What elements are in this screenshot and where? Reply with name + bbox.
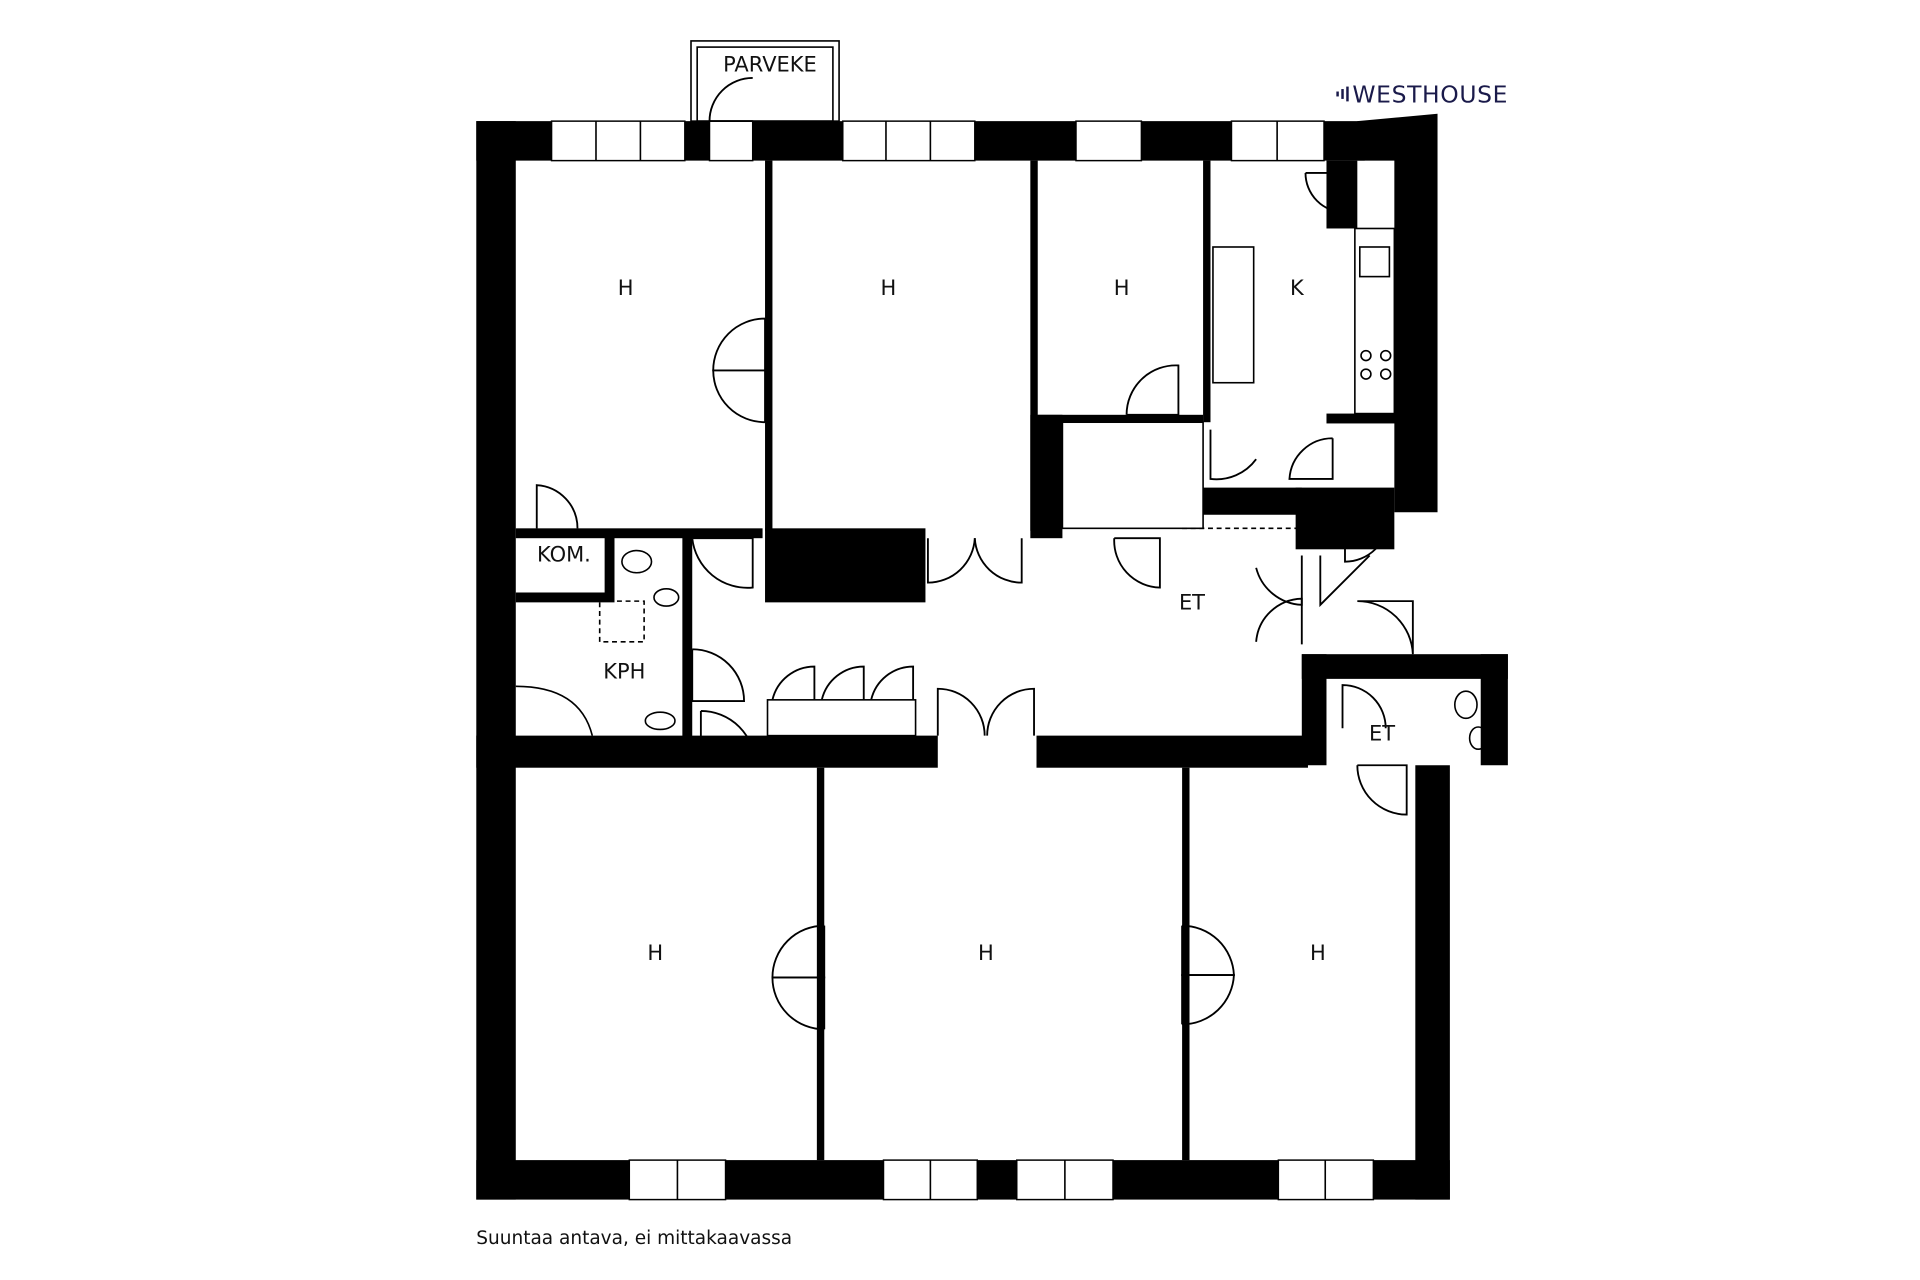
footnote: Suuntaa antava, ei mittakaavassa — [476, 1228, 792, 1249]
room-label-bedroom-1: H — [618, 276, 634, 300]
room-label-bedroom-5: H — [978, 941, 994, 965]
door-icon — [1181, 974, 1235, 1026]
door-icon — [1209, 429, 1257, 481]
door-icon — [1344, 518, 1390, 563]
door-icon — [771, 665, 816, 701]
westhouse-logo: WESTHOUSE — [1336, 81, 1508, 109]
room-label-bedroom-6: H — [1310, 941, 1326, 965]
room-label-balcony: PARVEKE — [723, 53, 817, 77]
door-icon — [1125, 364, 1180, 416]
door-icon — [699, 710, 757, 767]
door-icon — [1357, 600, 1414, 655]
door-icon — [691, 648, 745, 703]
door-icon — [1341, 684, 1387, 729]
door-icon — [1181, 924, 1235, 976]
door-icon — [1356, 764, 1408, 816]
door-icon — [691, 537, 754, 589]
windows — [550, 120, 1375, 1201]
door-icon — [1319, 554, 1371, 608]
door-icon — [771, 924, 826, 979]
room-label-entry: ET — [1369, 721, 1395, 745]
room-label-hall: ET — [1179, 591, 1205, 615]
door-icon — [1113, 537, 1161, 589]
room-label-bedroom-3: H — [1114, 276, 1130, 300]
door-icon — [973, 538, 1023, 584]
doors — [535, 77, 1414, 1031]
door-icon — [936, 687, 986, 736]
room-label-closet: KOM. — [537, 542, 591, 566]
door-icon — [535, 484, 579, 529]
door-icon — [1304, 172, 1346, 214]
room-label-bathroom: KPH — [603, 660, 645, 684]
room-label-kitchen: K — [1290, 276, 1305, 300]
door-icon — [820, 665, 865, 701]
door-icon — [870, 665, 915, 701]
door-icon — [986, 687, 1035, 736]
door-icon — [712, 317, 766, 372]
fixtures — [515, 227, 1488, 751]
room-label-bedroom-4: H — [647, 941, 663, 965]
room-label-bedroom-2: H — [881, 276, 897, 300]
door-icon — [1255, 555, 1303, 606]
logo-text: WESTHOUSE — [1352, 81, 1508, 109]
door-icon — [1288, 437, 1334, 480]
door-icon — [708, 77, 753, 123]
door-icon — [1255, 597, 1303, 645]
door-icon — [771, 976, 826, 1031]
door-icon — [712, 369, 766, 424]
door-icon — [926, 538, 976, 584]
